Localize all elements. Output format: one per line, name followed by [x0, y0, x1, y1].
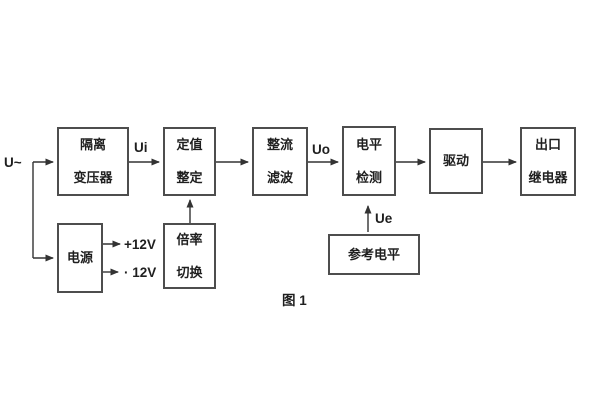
- block-label-line: 滤波: [266, 170, 293, 185]
- block-label-line: 驱动: [442, 153, 469, 168]
- block-label-line: 整定: [176, 170, 203, 185]
- block-label-line: 倍率: [176, 231, 203, 247]
- block-label-line: 隔离: [79, 137, 106, 152]
- block-level-detect: 电平 检测: [342, 126, 396, 196]
- block-label-line: 电源: [66, 250, 93, 265]
- block-rectifier-filter: 整流 滤波: [252, 127, 308, 196]
- block-label-line: 变压器: [73, 170, 113, 185]
- block-output-relay: 出口 继电器: [520, 127, 576, 196]
- label-uo: Uo: [312, 142, 330, 157]
- label-ui: Ui: [134, 140, 148, 155]
- block-setting-adjust: 定值 整定: [163, 127, 216, 196]
- block-label-line: 切换: [176, 264, 203, 280]
- block-drive: 驱动: [429, 128, 483, 194]
- block-label-line: 定值: [176, 137, 203, 152]
- block-label-line: 出口: [534, 137, 561, 152]
- block-label-line: 检测: [355, 169, 382, 185]
- block-power-supply: 电源: [57, 223, 103, 293]
- label-minus-12v: · 12V: [124, 265, 157, 280]
- block-ratio-switch: 倍率 切换: [163, 223, 216, 289]
- label-plus-12v: +12V: [124, 237, 156, 252]
- block-label-line: 参考电平: [347, 246, 400, 262]
- block-label-line: 整流: [266, 137, 293, 152]
- figure-caption: 图 1: [282, 293, 307, 308]
- label-ue: Ue: [375, 211, 393, 226]
- label-input-voltage: U~: [4, 155, 22, 170]
- block-label-line: 电平: [355, 136, 382, 152]
- block-label-line: 继电器: [528, 170, 568, 185]
- block-reference-level: 参考电平: [328, 234, 420, 275]
- block-isolation-transformer: 隔离 变压器: [57, 127, 129, 196]
